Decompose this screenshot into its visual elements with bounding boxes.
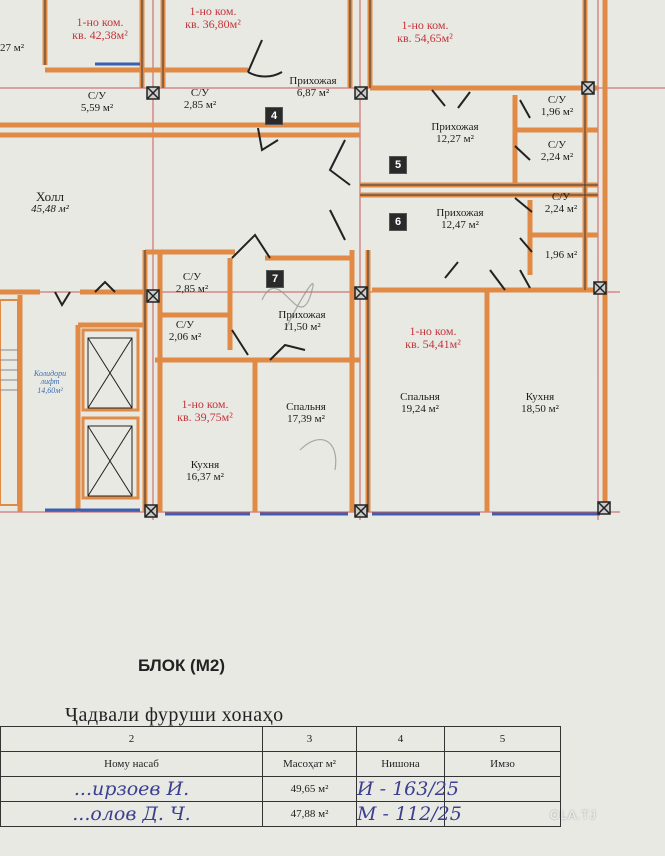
apartment-label: 1-но ком. кв. 54,65м² (397, 18, 453, 45)
table-cell-signature (444, 801, 561, 827)
hall-label: Холл 45,48 м² (31, 189, 69, 215)
apartment-label: 1-но ком. кв. 54,41м² (405, 324, 461, 351)
table-cell-mark: И - 163/25 (356, 776, 459, 802)
watermark: OLA.TJ (550, 808, 597, 822)
apartment-number-badge: 5 (389, 156, 407, 174)
room-label: С/У 5,59 м² (80, 90, 114, 114)
table-cell: 2 (0, 726, 263, 752)
apartment-number-badge: 6 (389, 213, 407, 231)
table-cell-name: ...ирзоев И. (0, 776, 263, 802)
table-header: Масоҳат м² (262, 751, 357, 777)
table-cell: 3 (262, 726, 357, 752)
table-column-numbers-row: 2 3 4 5 (0, 726, 561, 752)
floor-plan-drawing (0, 0, 665, 520)
room-label: Спальня 17,39 м² (286, 401, 326, 425)
lift-corridor-label: Колидори лифт 14,60м² (33, 369, 67, 395)
room-label: Спальня 19,24 м² (400, 391, 440, 415)
table-cell: 4 (356, 726, 445, 752)
table-cell-signature (444, 776, 561, 802)
room-label: С/У 2,06 м² (168, 319, 202, 343)
table-cell-area: 49,65 м² (262, 776, 357, 802)
room-label: С/У 2,85 м² (175, 271, 209, 295)
room-label: Кухня 18,50 м² (521, 391, 559, 415)
room-label: 1,96 м² (544, 249, 578, 261)
sales-table-title: Ҷадвали фуруши хонаҳо (65, 704, 284, 726)
apartment-label: 1-но ком. кв. 42,38м² (72, 15, 128, 42)
table-header: Ному насаб (0, 751, 263, 777)
room-label: Прихожая 12,47 м² (436, 207, 484, 231)
room-label: Кухня 16,37 м² (186, 459, 224, 483)
apartment-number-badge: 4 (265, 107, 283, 125)
table-header: Имзо (444, 751, 561, 777)
table-cell-mark: М - 112/25 (356, 801, 462, 827)
table-header-row: Ному насаб Масоҳат м² Нишона Имзо (0, 751, 561, 777)
table-cell-name: ...олов Д. Ч. (0, 801, 263, 827)
table-header: Нишона (356, 751, 445, 777)
room-label: С/У 2,85 м² (183, 87, 217, 111)
room-label: С/У 1,96 м² (540, 94, 574, 118)
table-cell-area: 47,88 м² (262, 801, 357, 827)
table-row: ...ирзоев И. 49,65 м² И - 163/25 (0, 776, 561, 802)
apartment-number-badge: 7 (266, 270, 284, 288)
room-label: 27 м² (0, 42, 25, 54)
room-label: Прихожая 12,27 м² (431, 121, 479, 145)
table-cell: 5 (444, 726, 561, 752)
room-label: С/У 2,24 м² (540, 139, 574, 163)
room-label: Прихожая 11,50 м² (278, 309, 326, 333)
room-label: Прихожая 6,87 м² (289, 75, 337, 99)
block-title: БЛОК (М2) (138, 656, 225, 675)
table-row: ...олов Д. Ч. 47,88 м² М - 112/25 (0, 801, 561, 827)
apartment-label: 1-но ком. кв. 39,75м² (177, 397, 233, 424)
sales-table: 2 3 4 5 Ному насаб Масоҳат м² Нишона Имз… (0, 726, 561, 827)
apartment-label: 1-но ком. кв. 36,80м² (185, 4, 241, 31)
room-label: С/У 2,24 м² (544, 191, 578, 215)
